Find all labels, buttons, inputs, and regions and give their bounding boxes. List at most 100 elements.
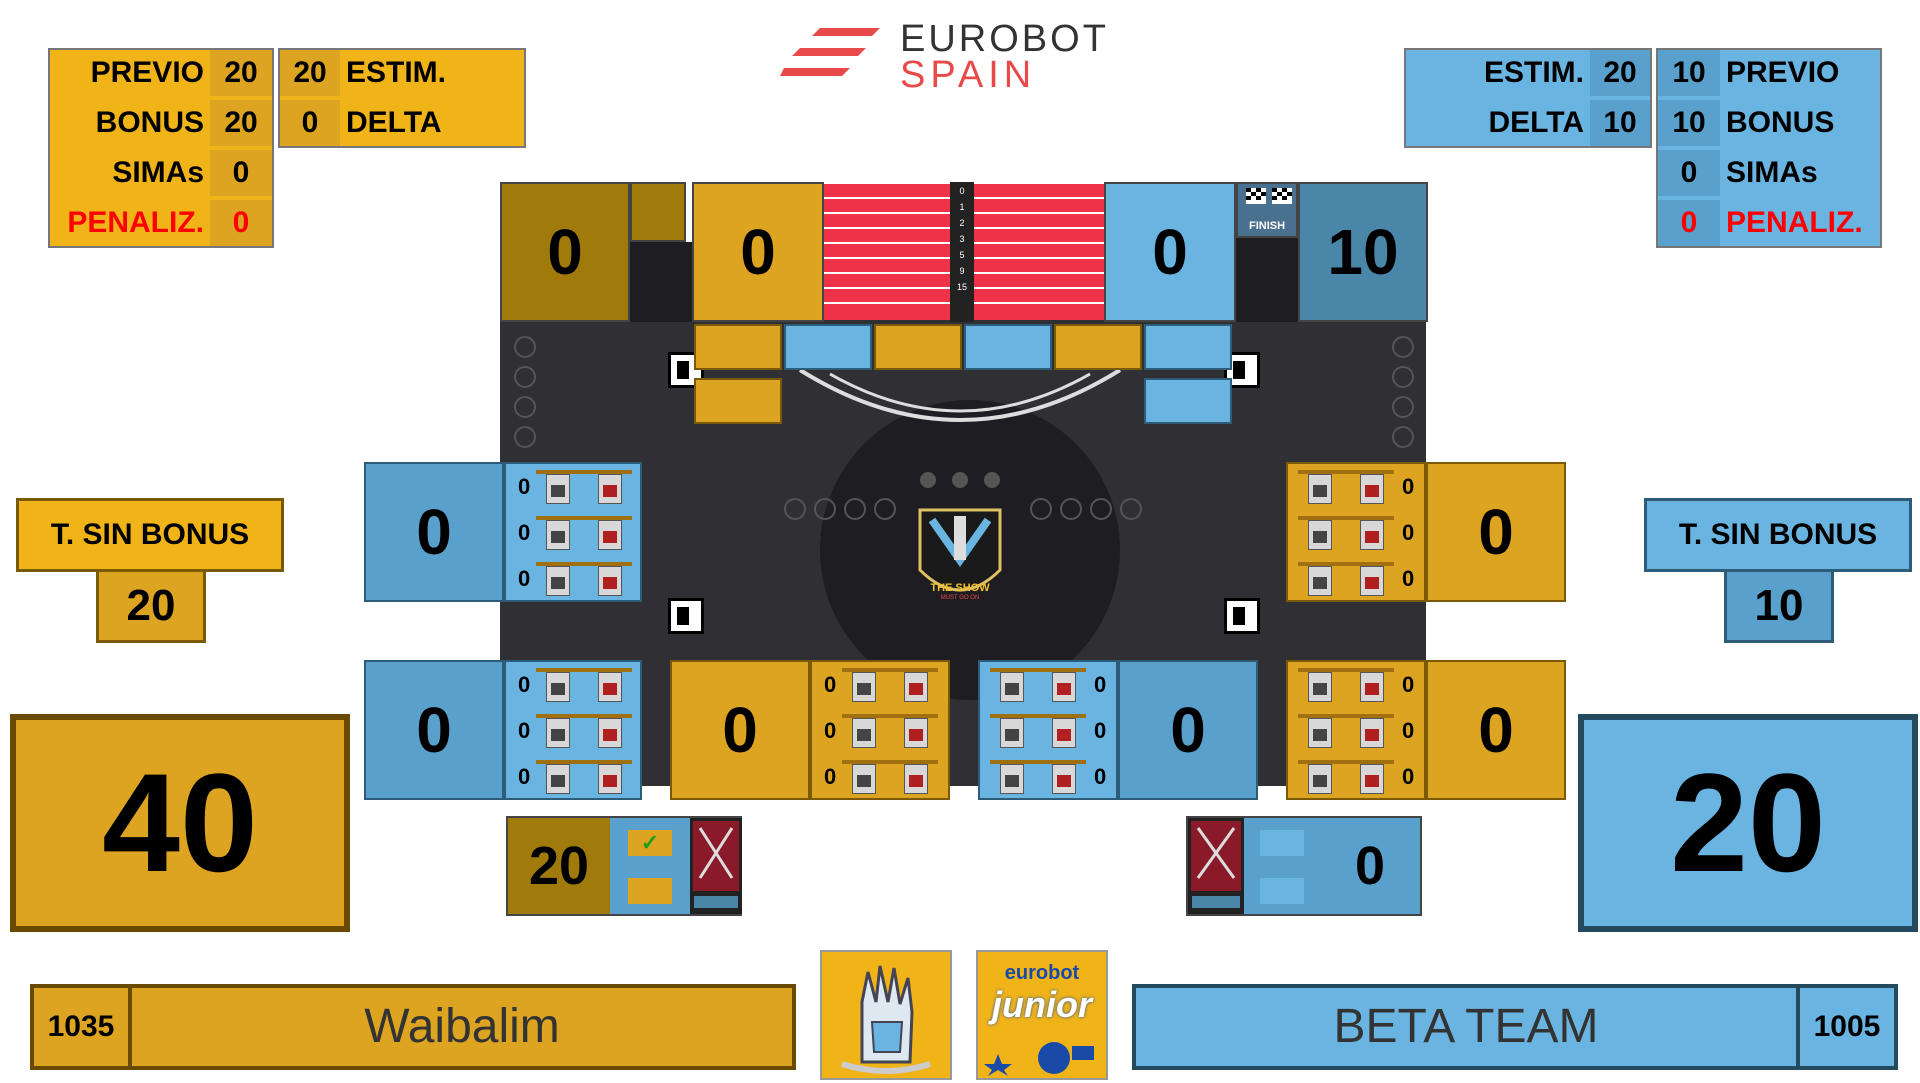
blue-left-mid-score: 0 bbox=[364, 462, 504, 602]
show-card-image bbox=[1188, 818, 1244, 914]
yellow-sin-bonus-panel: T. SIN BONUS 20 bbox=[16, 498, 284, 644]
yellow-checkbox-checked: ✓ bbox=[628, 830, 672, 856]
stack-count: 0 bbox=[518, 672, 531, 697]
robot-hand-icon bbox=[841, 965, 931, 1074]
yellow-right-bottom-score: 0 bbox=[1426, 660, 1566, 800]
stack-count: 0 bbox=[1402, 764, 1415, 789]
yellow-right-bottom-stacks: 0 0 0 bbox=[1286, 660, 1426, 800]
logo-line2: SPAIN bbox=[900, 54, 1037, 96]
checkered-flag-icon bbox=[1246, 188, 1292, 204]
team-logo bbox=[820, 950, 952, 1080]
show-subtitle: MUST GO ON bbox=[940, 595, 980, 601]
blue-team-bar: BETA TEAM 1005 bbox=[1132, 984, 1898, 1070]
yellow-penaliz-value: 0 bbox=[210, 200, 272, 246]
stack-count: 0 bbox=[518, 764, 531, 789]
stack-count: 0 bbox=[824, 764, 837, 789]
blue-team-name: BETA TEAM bbox=[1333, 1000, 1599, 1053]
yellow-delta-value: 0 bbox=[280, 100, 340, 146]
finish-flag: FINISH bbox=[1236, 182, 1298, 238]
yellow-bottom-score: 0 bbox=[670, 660, 810, 800]
blue-pami-check-area bbox=[1244, 818, 1320, 914]
blue-progress-bars bbox=[974, 182, 1104, 322]
yellow-pami-check-area: ✓ bbox=[610, 818, 690, 914]
blue-tile bbox=[964, 324, 1052, 370]
yellow-tile bbox=[694, 324, 782, 370]
yellow-tile bbox=[694, 378, 782, 424]
logo-stripes-icon bbox=[780, 28, 880, 76]
blue-bonus-label: BONUS bbox=[1720, 100, 1880, 146]
yellow-simas-label: SIMAs bbox=[50, 150, 210, 196]
scale-tick: 1 bbox=[959, 202, 965, 212]
blue-pami-score: 0 bbox=[1320, 818, 1420, 914]
aruco-marker-icon bbox=[1224, 352, 1260, 388]
scale-ticks: 0 1 2 3 5 9 15 bbox=[950, 182, 974, 322]
yellow-team-number: 1035 bbox=[34, 988, 132, 1066]
yellow-top-score: 0 bbox=[692, 182, 824, 322]
yellow-estim-label: ESTIM. bbox=[340, 50, 524, 96]
blue-left-bottom-stacks: 0 0 0 bbox=[504, 660, 642, 800]
blue-checkbox-empty bbox=[1260, 878, 1304, 904]
yellow-team-name: Waibalim bbox=[364, 1000, 560, 1053]
yellow-team-bar: 1035 Waibalim bbox=[30, 984, 796, 1070]
blue-total-score: 20 bbox=[1578, 714, 1918, 932]
blue-penaliz-label: PENALIZ. bbox=[1720, 200, 1880, 246]
scale-tick: 3 bbox=[959, 234, 965, 244]
yellow-ramp bbox=[630, 242, 692, 322]
blue-simas-label: SIMAs bbox=[1720, 150, 1880, 196]
scale-tick: 5 bbox=[959, 250, 965, 260]
yellow-right-mid-stacks: 0 0 0 bbox=[1286, 462, 1426, 602]
blue-sin-bonus-value: 10 bbox=[1724, 569, 1834, 643]
yellow-penaliz-label: PENALIZ. bbox=[50, 200, 210, 246]
yellow-sin-bonus-label: T. SIN BONUS bbox=[16, 498, 284, 572]
junior-line2: junior bbox=[992, 984, 1092, 1025]
stack-count: 0 bbox=[1094, 718, 1107, 743]
scale-tick: 0 bbox=[959, 186, 965, 196]
yellow-checkbox-empty bbox=[628, 878, 672, 904]
stack-count: 0 bbox=[518, 520, 531, 545]
show-logo: THE SHOW MUST GO ON bbox=[912, 470, 1008, 610]
logo-line1: EUROBOT bbox=[900, 18, 1109, 60]
stack-count: 0 bbox=[824, 672, 837, 697]
blue-top-right-score: 10 bbox=[1298, 182, 1428, 322]
blue-tile bbox=[1144, 324, 1232, 370]
yellow-estim-value: 20 bbox=[280, 50, 340, 96]
stack-count: 0 bbox=[518, 566, 531, 591]
blue-left-mid-stacks: 0 0 0 bbox=[504, 462, 642, 602]
stack-count: 0 bbox=[1094, 764, 1107, 789]
blue-tile bbox=[784, 324, 872, 370]
junior-stars-icon bbox=[984, 1042, 1094, 1076]
finish-label: FINISH bbox=[1248, 220, 1286, 232]
blue-sin-bonus-panel: T. SIN BONUS 10 bbox=[1644, 498, 1912, 644]
eurobot-junior-logo: eurobot junior bbox=[976, 950, 1108, 1080]
yellow-previo-label: PREVIO bbox=[50, 50, 210, 96]
check-icon: ✓ bbox=[640, 830, 660, 855]
blue-bonus-value: 10 bbox=[1658, 100, 1720, 146]
stack-count: 0 bbox=[518, 474, 531, 499]
show-emblem-icon bbox=[918, 472, 1002, 592]
blue-estim-label: ESTIM. bbox=[1406, 50, 1590, 96]
guitar-card-icon bbox=[1191, 821, 1241, 908]
stack-count: 0 bbox=[518, 718, 531, 743]
yellow-top-left-score: 0 bbox=[500, 182, 630, 322]
blue-delta-value: 10 bbox=[1590, 100, 1650, 146]
yellow-pami-score: 20 bbox=[508, 818, 610, 914]
yellow-top-corner bbox=[630, 182, 686, 242]
show-card-image bbox=[690, 818, 742, 914]
blue-checkbox-empty bbox=[1260, 830, 1304, 856]
stack-count: 0 bbox=[824, 718, 837, 743]
stack-count: 0 bbox=[1402, 672, 1415, 697]
blue-top-score: 0 bbox=[1104, 182, 1236, 322]
blue-sin-bonus-label: T. SIN BONUS bbox=[1644, 498, 1912, 572]
blue-penaliz-value: 0 bbox=[1658, 200, 1720, 246]
blue-pami-panel: 0 bbox=[1186, 816, 1422, 916]
junior-line1: eurobot bbox=[1004, 962, 1080, 984]
blue-ramp bbox=[1236, 238, 1298, 322]
aruco-marker-icon bbox=[668, 598, 704, 634]
stack-count: 0 bbox=[1402, 474, 1415, 499]
stack-count: 0 bbox=[1402, 520, 1415, 545]
yellow-bottom-stacks: 0 0 0 bbox=[810, 660, 950, 800]
blue-previo-label: PREVIO bbox=[1720, 50, 1880, 96]
scale-tick: 15 bbox=[956, 282, 967, 292]
yellow-progress-bars bbox=[824, 182, 950, 322]
yellow-bonus-label: BONUS bbox=[50, 100, 210, 146]
